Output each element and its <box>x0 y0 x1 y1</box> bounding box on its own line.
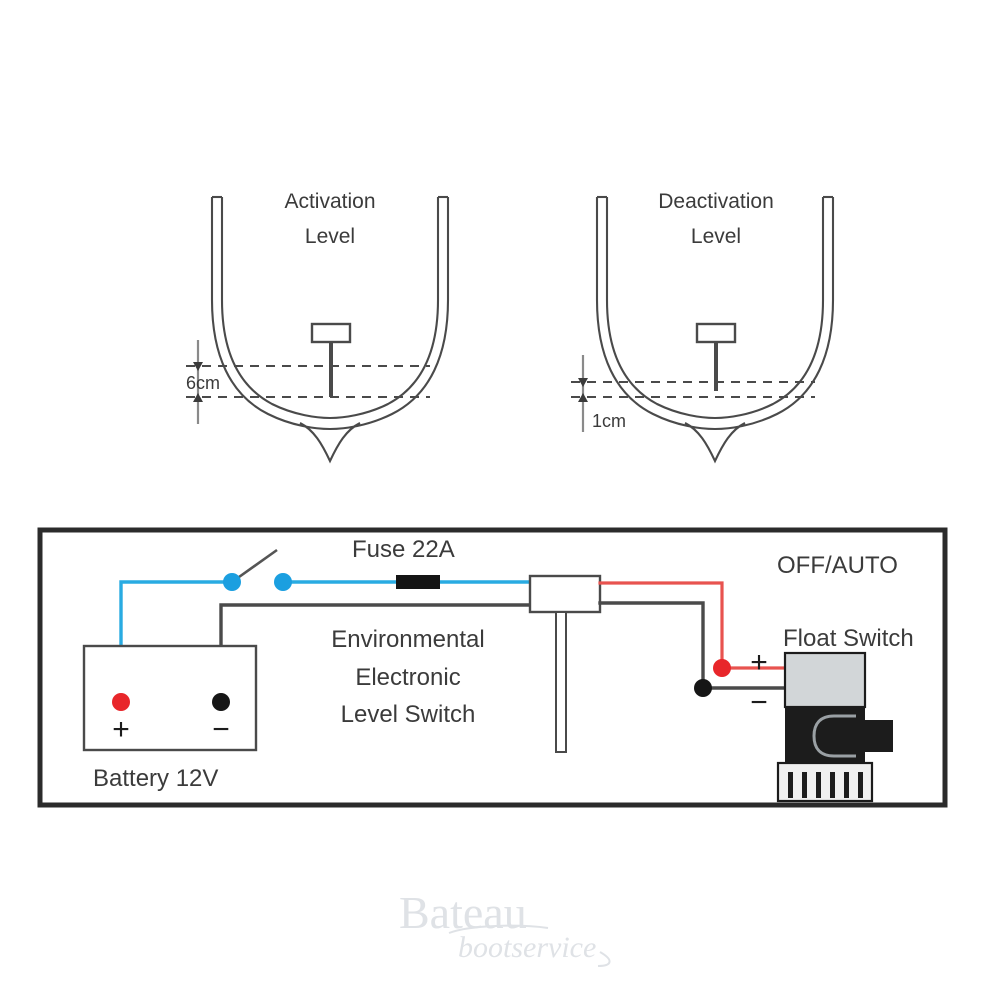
battery-label: Battery 12V <box>93 765 218 792</box>
level-probe-head <box>695 322 737 344</box>
hull-title-line1: Deactivation <box>658 190 774 213</box>
hull-diagram-activation: Activation Level 6cm <box>186 190 450 464</box>
float-switch-label: Float Switch <box>783 625 914 652</box>
switch-lever <box>231 548 278 584</box>
dimension-arrow-top <box>193 362 203 371</box>
off-auto-label: OFF/AUTO <box>777 552 898 579</box>
battery-positive-sign: + <box>112 713 130 746</box>
pump-strainer-slots <box>788 772 863 798</box>
watermark-secondary: bootservice <box>458 931 596 964</box>
hull-keel <box>299 422 361 464</box>
dimension-label: 6cm <box>186 373 220 393</box>
level-switch-probe-rod <box>555 611 567 753</box>
watermark-swoosh <box>448 924 549 934</box>
hull-outer-shell <box>595 197 835 431</box>
dimension-label: 1cm <box>592 411 626 431</box>
battery-positive-terminal[interactable] <box>112 693 130 711</box>
battery-negative-sign: − <box>212 713 230 746</box>
fuse-body <box>396 575 440 589</box>
pump-upper-body <box>783 651 867 709</box>
pump-strainer-base <box>776 761 874 803</box>
pump-outlet-collar <box>812 714 856 758</box>
hull-title-line2: Level <box>691 225 741 248</box>
dimension-arrow-top <box>578 378 588 387</box>
dimension-arrow-bottom <box>578 393 588 402</box>
watermark-tail-swoosh <box>597 951 611 967</box>
pump-positive-sign: + <box>750 646 768 679</box>
hull-inner-shell <box>605 197 825 420</box>
hull-title-line1: Activation <box>284 190 375 213</box>
level-probe-head <box>310 322 352 344</box>
battery-body <box>82 644 258 752</box>
hull-keel <box>684 422 746 464</box>
pump-outlet-nozzle <box>857 720 893 752</box>
level-switch-label-line3: Level Switch <box>341 701 476 728</box>
level-switch-module-body <box>528 574 602 614</box>
pump-positive-terminal[interactable] <box>713 659 731 677</box>
pump-negative-terminal[interactable] <box>694 679 712 697</box>
level-switch-label-line1: Environmental <box>331 626 484 653</box>
hull-diagram-deactivation: Deactivation Level 1cm <box>571 190 835 464</box>
switch-terminal-right[interactable] <box>274 573 292 591</box>
bilge-pump-assembly <box>776 651 893 803</box>
battery-negative-terminal[interactable] <box>212 693 230 711</box>
switch-terminal-left[interactable] <box>223 573 241 591</box>
dimension-arrow-bottom <box>193 393 203 402</box>
hull-title-line2: Level <box>305 225 355 248</box>
pump-negative-sign: − <box>750 686 768 719</box>
fuse-label: Fuse 22A <box>352 536 455 563</box>
watermark: Bateau bootservice <box>399 887 611 967</box>
wire-level-switch-to-pump-negative <box>598 601 794 690</box>
wire-level-switch-to-pump-positive <box>598 581 794 670</box>
hull-outer-shell <box>210 197 450 431</box>
level-switch-label-line2: Electronic <box>355 664 460 691</box>
